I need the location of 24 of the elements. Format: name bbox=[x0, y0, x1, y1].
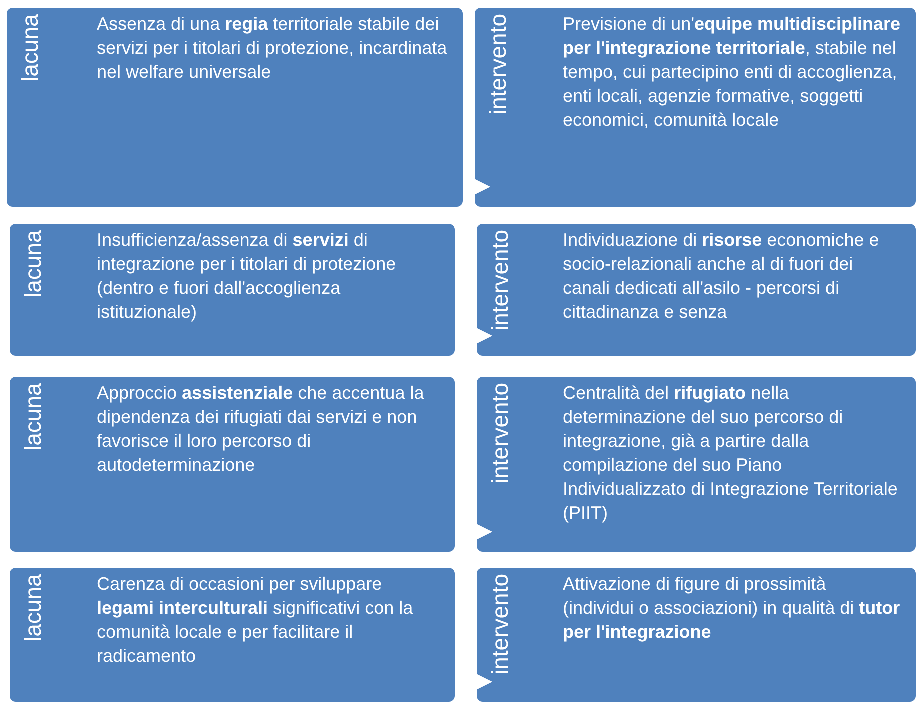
text-panel bbox=[10, 568, 455, 702]
description-text: Previsione di un'equipe multidisciplinare per l'integrazione territoriale, stabile nel tempo, cui partecipino enti di accoglienza, enti locali, agenzie formative, soggetti economici, comunità locale bbox=[563, 13, 902, 132]
text-panel bbox=[475, 8, 916, 207]
text-panel bbox=[477, 568, 916, 702]
row-label: intervento bbox=[484, 14, 512, 115]
text-panel bbox=[7, 8, 463, 207]
row-label: lacuna bbox=[19, 230, 47, 298]
description-text: Carenza di occasioni per sviluppare legami interculturali significativi con la comunità locale e per facilitare il radicamento bbox=[97, 573, 414, 668]
description-text: Assenza di una regia territoriale stabile dei servizi per i titolari di protezione, incardinata nel welfare universale bbox=[97, 13, 448, 84]
row-label: intervento bbox=[486, 574, 514, 675]
description-text: Individuazione di risorse economiche e socio-relazionali anche al di fuori dei canali dedicati all'asilo - percorsi di cittadinanza e senza bbox=[563, 229, 880, 324]
text-panel bbox=[477, 377, 916, 552]
text-panel bbox=[10, 377, 455, 552]
row-label: intervento bbox=[486, 382, 514, 484]
text-panel bbox=[477, 224, 916, 356]
text-panel bbox=[10, 224, 455, 356]
row-label: lacuna bbox=[19, 574, 47, 642]
row-label: lacuna bbox=[19, 383, 47, 451]
description-text: Insufficienza/assenza di servizi di integrazione per i titolari di protezione (dentro e fuori dall'accoglienza istituzionale) bbox=[97, 229, 398, 324]
description-text: Attivazione di figure di prossimità (individui o associazioni) in qualità di tutor per l'integrazione bbox=[563, 573, 902, 644]
row-label: intervento bbox=[486, 230, 514, 331]
description-text: Centralità del rifugiato nella determinazione del suo percorso di integrazione, già a partire dalla compilazione del suo Piano Individualizzato di Integrazione Territoriale (PIIT) bbox=[563, 382, 899, 525]
description-text: Approccio assistenziale che accentua la dipendenza dei rifugiati dai servizi e non favorisce il loro percorso di autodeterminazione bbox=[97, 382, 426, 477]
row-label: lacuna bbox=[16, 14, 44, 82]
